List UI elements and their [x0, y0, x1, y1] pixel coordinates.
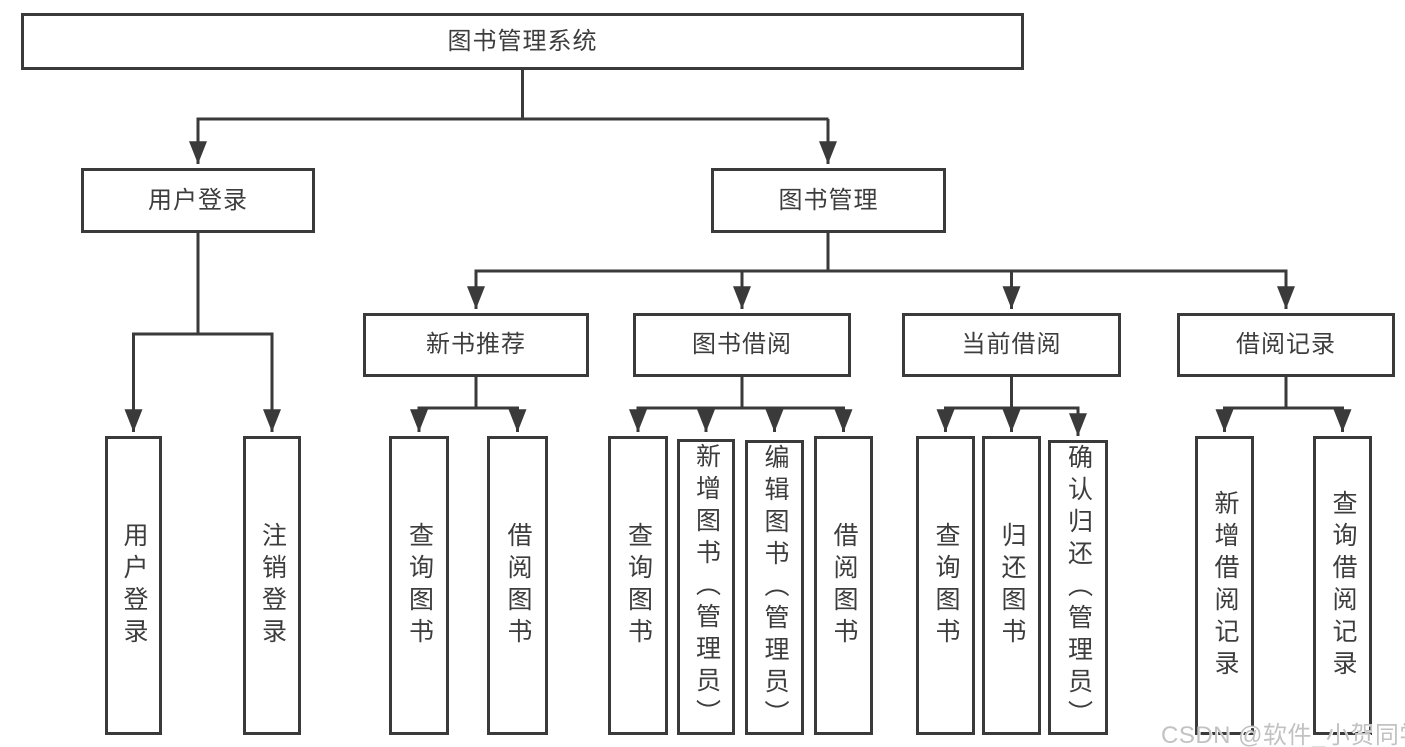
connector-book-borrowing-to-leaves — [629, 376, 853, 432]
node-leaf-cb-return-books: 归还图书 — [982, 436, 1041, 735]
node-borrowing-records: 借阅记录 — [1177, 313, 1395, 377]
node-book-borrowing: 图书借阅 — [633, 313, 851, 377]
node-leaf-bb-edit-books-admin-label: 编辑图书（管理员） — [761, 443, 789, 732]
node-borrowing-records-label: 借阅记录 — [1236, 331, 1336, 358]
node-root: 图书管理系统 — [21, 13, 1024, 70]
node-user-login-label: 用户登录 — [148, 186, 248, 214]
node-leaf-user-login-label: 用户登录 — [120, 521, 148, 650]
node-leaf-br-add-record: 新增借阅记录 — [1195, 436, 1254, 735]
connector-root-to-level2 — [189, 69, 838, 164]
connector-book-management-to-level3 — [467, 232, 1296, 309]
node-leaf-bb-borrow-books: 借阅图书 — [814, 436, 873, 735]
node-leaf-bb-add-books-admin-label: 新增图书（管理员） — [692, 443, 721, 731]
node-leaf-bb-edit-books-admin: 编辑图书（管理员） — [745, 440, 804, 735]
node-book-management: 图书管理 — [711, 168, 946, 233]
node-leaf-cb-query-books: 查询图书 — [916, 436, 975, 735]
connector-current-borrowing-to-leaves — [936, 376, 1088, 436]
node-book-management-label: 图书管理 — [778, 186, 879, 214]
node-book-borrowing-label: 图书借阅 — [692, 331, 792, 358]
watermark: CSDN @软件_小贺同学 — [1161, 722, 1405, 747]
node-leaf-logout-label: 注销登录 — [258, 521, 287, 650]
connector-borrowing-records-to-leaves — [1215, 376, 1352, 432]
node-new-book-recommend-label: 新书推荐 — [426, 331, 526, 358]
node-root-label: 图书管理系统 — [447, 27, 598, 55]
connector-new-book-recommend-to-leaves — [410, 376, 527, 432]
node-leaf-cb-confirm-return-admin-label: 确认归还（管理员） — [1064, 443, 1093, 732]
node-current-borrowing-label: 当前借阅 — [961, 331, 1062, 358]
node-leaf-cb-return-books-label: 归还图书 — [998, 521, 1026, 650]
node-leaf-br-add-record-label: 新增借阅记录 — [1211, 489, 1239, 682]
node-leaf-cb-confirm-return-admin: 确认归还（管理员） — [1048, 440, 1108, 735]
node-leaf-logout: 注销登录 — [243, 436, 301, 735]
node-current-borrowing: 当前借阅 — [902, 313, 1121, 377]
node-leaf-br-query-record: 查询借阅记录 — [1313, 436, 1372, 735]
node-leaf-nbr-borrow-books: 借阅图书 — [487, 436, 548, 735]
node-leaf-br-query-record-label: 查询借阅记录 — [1329, 489, 1357, 682]
node-leaf-nbr-query-books-label: 查询图书 — [405, 521, 434, 650]
node-leaf-nbr-query-books: 查询图书 — [389, 436, 449, 735]
connector-user-login-to-leaves — [124, 232, 282, 432]
node-leaf-cb-query-books-label: 查询图书 — [932, 521, 960, 650]
node-leaf-bb-query-books-label: 查询图书 — [624, 521, 653, 650]
node-new-book-recommend: 新书推荐 — [363, 313, 589, 377]
node-leaf-nbr-borrow-books-label: 借阅图书 — [504, 521, 532, 650]
node-leaf-user-login: 用户登录 — [105, 436, 162, 735]
node-leaf-bb-add-books-admin: 新增图书（管理员） — [677, 439, 735, 735]
node-leaf-bb-query-books: 查询图书 — [608, 436, 668, 735]
node-leaf-bb-borrow-books-label: 借阅图书 — [830, 521, 858, 650]
node-user-login: 用户登录 — [81, 168, 315, 233]
